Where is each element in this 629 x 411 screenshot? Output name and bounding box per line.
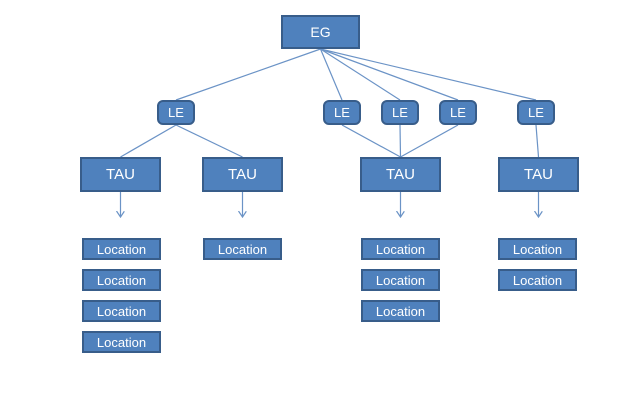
node-tau: TAU: [80, 157, 161, 192]
node-location: Location: [361, 238, 440, 260]
node-le: LE: [439, 100, 477, 125]
node-location: Location: [82, 300, 161, 322]
node-location: Location: [498, 269, 577, 291]
node-tau: TAU: [498, 157, 579, 192]
node-le: LE: [157, 100, 195, 125]
node-tau: TAU: [360, 157, 441, 192]
node-location: Location: [82, 238, 161, 260]
node-location: Location: [203, 238, 282, 260]
node-location: Location: [82, 269, 161, 291]
node-le: LE: [381, 100, 419, 125]
node-location: Location: [361, 300, 440, 322]
node-location: Location: [361, 269, 440, 291]
node-tau: TAU: [202, 157, 283, 192]
node-le: LE: [323, 100, 361, 125]
node-location: Location: [498, 238, 577, 260]
node-eg: EG: [281, 15, 360, 49]
node-le: LE: [517, 100, 555, 125]
node-location: Location: [82, 331, 161, 353]
